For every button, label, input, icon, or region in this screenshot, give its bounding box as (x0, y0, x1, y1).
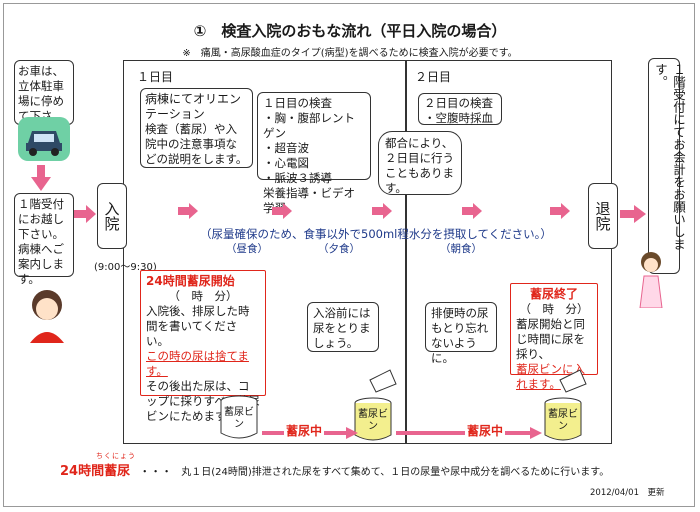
schedule-note-bubble: 都合により、２日目に行うこともあります。 (378, 131, 462, 195)
urine-bottle-icon: 蓄尿ビン (354, 397, 392, 441)
schedule-note-text: 都合により、２日目に行うこともあります。 (385, 136, 454, 195)
collecting-label: 蓄尿中 (284, 422, 325, 439)
discharge-box: 退院 (588, 183, 618, 249)
meal-lunch: （昼食） (226, 243, 268, 255)
bowel-tip-box: 排便時の尿もとり忘れないように。 (425, 302, 497, 365)
urine-bottle-icon: 蓄尿ビン (544, 397, 582, 441)
reception-step-text: １階受付にお越し下さい。病棟へご案内します。 (18, 197, 64, 286)
cup-icon (368, 368, 398, 398)
bath-tip-text: 入浴前には尿をとりましょう。 (313, 306, 371, 350)
storage-end-box: 蓄尿終了 （ 時 分） 蓄尿開始と同じ時間に尿を採り、 蓄尿ビンに入れます。 (510, 283, 598, 391)
day1-exam-item: ・心電図 (263, 156, 309, 170)
nurse-illustration (636, 250, 666, 312)
collecting-label: 蓄尿中 (465, 422, 506, 439)
down-arrow-icon (31, 165, 51, 195)
timeline-arrow-icon (550, 203, 570, 223)
bath-tip-box: 入浴前には尿をとりましょう。 (307, 302, 379, 352)
storage-start-box: 24時間蓄尿開始 （ 時 分） 入院後、排尿した時間を書いてください。 この時の… (140, 270, 266, 423)
day2-exams-title: ２日目の検査 (424, 96, 493, 110)
day1-exam-item: ・超音波 (263, 141, 309, 155)
receptionist-illustration (22, 285, 72, 347)
day1-exams-box: １日目の検査 ・胸・腹部レントゲン ・超音波 ・心電図 ・脈波３誘導 栄養指導・… (257, 92, 371, 215)
timeline-arrow-icon (178, 203, 198, 223)
timeline-arrow-icon (462, 203, 482, 223)
day2-section (406, 60, 612, 444)
checkout-box: １階受付にてお会計をお願いします。 (648, 58, 686, 274)
day1-exams-title: １日目の検査 (263, 96, 332, 110)
storage-start-time: （ 時 分） (168, 289, 238, 303)
timeline-arrow-icon (372, 203, 392, 223)
urine-bottle-label: 蓄尿ビン (358, 409, 388, 432)
day1-exam-item: ・脈波３誘導 (263, 171, 332, 185)
admission-box: 入院 (97, 183, 127, 249)
definition-dots: ・・・ (139, 465, 173, 478)
urine-bottle-label: 蓄尿ビン (548, 409, 578, 432)
page-note: ※ 痛風・高尿酸血症のタイプ(病型)を調べるために検査入院が必要です。 (182, 48, 518, 59)
cup-icon (558, 368, 588, 398)
page-title: ① 検査入院のおもな流れ（平日入院の場合） (193, 22, 507, 40)
admission-time: (9:00〜9:30) (94, 262, 157, 273)
storage-start-title: 24時間蓄尿開始 (146, 274, 235, 288)
orientation-title: 病棟にてオリエンテーション (145, 92, 242, 121)
updated-date: 2012/04/01 更新 (590, 488, 665, 498)
urine-bottle-label: 蓄尿ビン (224, 407, 254, 430)
definition-text: 丸１日(24時間)排泄された尿をすべて集めて、１日の尿量や尿中成分を調べるために… (181, 467, 610, 478)
bowel-tip-text: 排便時の尿もとり忘れないように。 (431, 306, 489, 365)
definition-ruby: ちくにょう (96, 452, 136, 460)
storage-start-text1: 入院後、排尿した時間を書いてください。 (146, 304, 250, 348)
day2-label: ２日目 (415, 70, 452, 84)
car-icon (18, 117, 70, 161)
discharge-label: 退院 (593, 201, 612, 231)
orientation-box: 病棟にてオリエンテーション 検査（蓄尿）や入院中の注意事項などの説明をします。 (140, 88, 253, 168)
storage-end-time: （ 時 分） (519, 302, 589, 316)
day1-label: １日目 (137, 70, 174, 84)
admission-label: 入院 (102, 201, 121, 231)
storage-end-title: 蓄尿終了 (529, 287, 578, 301)
checkout-text: １階受付にてお会計をお願いします。 (653, 63, 686, 251)
fluid-intake-note: （尿量確保のため、食事以外で500ml程水分を摂取してください。） (200, 227, 552, 241)
day2-exam-item: ・空腹時採血 (424, 111, 493, 125)
parking-step-box: お車は、立体駐車場に停めて下さい。 (14, 60, 74, 138)
day1-section (123, 60, 406, 444)
meal-breakfast: （朝食） (440, 243, 482, 255)
meal-dinner: （夕食） (318, 243, 360, 255)
storage-start-text2: この時の尿は捨てます。 (146, 349, 249, 378)
arrow-to-admission-icon (74, 205, 96, 227)
storage-end-text2: 蓄尿ビンに入れます。 (516, 362, 585, 391)
reception-step-box: １階受付にお越し下さい。病棟へご案内します。 (14, 193, 74, 286)
timeline-arrow-icon (272, 203, 292, 223)
definition-line: 24時間蓄尿 ・・・ 丸１日(24時間)排泄された尿をすべて集めて、１日の尿量や… (60, 460, 609, 479)
urine-bottle-icon: 蓄尿ビン (220, 395, 258, 439)
day2-exams-box: ２日目の検査 ・空腹時採血 (418, 93, 502, 125)
orientation-text: 検査（蓄尿）や入院中の注意事項などの説明をします。 (145, 122, 248, 166)
definition-term: 24時間蓄尿 (60, 464, 131, 479)
storage-end-text1: 蓄尿開始と同じ時間に尿を採り、 (516, 317, 585, 361)
arrow-to-checkout-icon (620, 205, 646, 227)
day1-exam-item: ・胸・腹部レントゲン (263, 111, 355, 140)
page-frame (3, 3, 695, 507)
